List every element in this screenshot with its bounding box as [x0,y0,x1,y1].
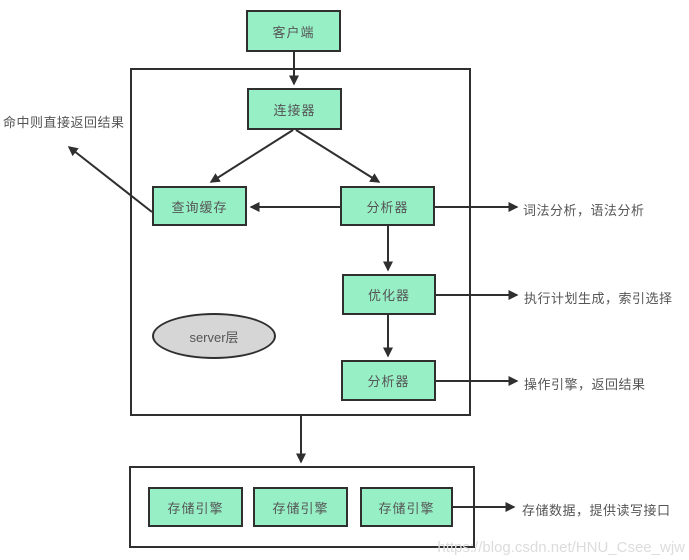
client-node: 客户端 [246,10,341,52]
optimizer-annotation: 执行计划生成，索引选择 [524,291,673,306]
query-cache-node-label: 查询缓存 [171,199,228,215]
analyzer-node: 分析器 [340,186,435,226]
client-node-label: 客户端 [272,24,315,40]
executor-node: 分析器 [341,360,436,401]
storage-engine-3-label: 存储引擎 [378,500,435,516]
executor-annotation: 操作引擎，返回结果 [524,377,646,392]
optimizer-node-label: 优化器 [367,288,410,303]
analyzer-annotation: 词法分析，语法分析 [523,203,645,218]
storage-engine-1-node: 存储引擎 [148,487,243,527]
storage-layer-container [129,466,475,548]
cache-hit-annotation: 命中则直接返回结果 [3,115,125,130]
server-layer-container [130,68,471,416]
optimizer-node: 优化器 [342,274,436,315]
connector-node-label: 连接器 [273,102,316,118]
csdn-watermark: https://blog.csdn.net/HNU_Csee_wjw [437,539,685,556]
executor-node-label: 分析器 [367,374,410,389]
storage-engine-2-node: 存储引擎 [253,487,348,527]
storage-engine-2-label: 存储引擎 [272,500,329,516]
connector-node: 连接器 [247,88,342,130]
query-cache-node: 查询缓存 [152,186,247,226]
storage-engine-3-node: 存储引擎 [360,487,453,527]
storage-annotation: 存储数据，提供读写接口 [522,503,671,518]
server-layer-ellipse: server层 [152,313,276,359]
server-layer-label: server层 [189,329,239,345]
storage-engine-1-label: 存储引擎 [167,500,224,516]
analyzer-node-label: 分析器 [366,199,409,215]
